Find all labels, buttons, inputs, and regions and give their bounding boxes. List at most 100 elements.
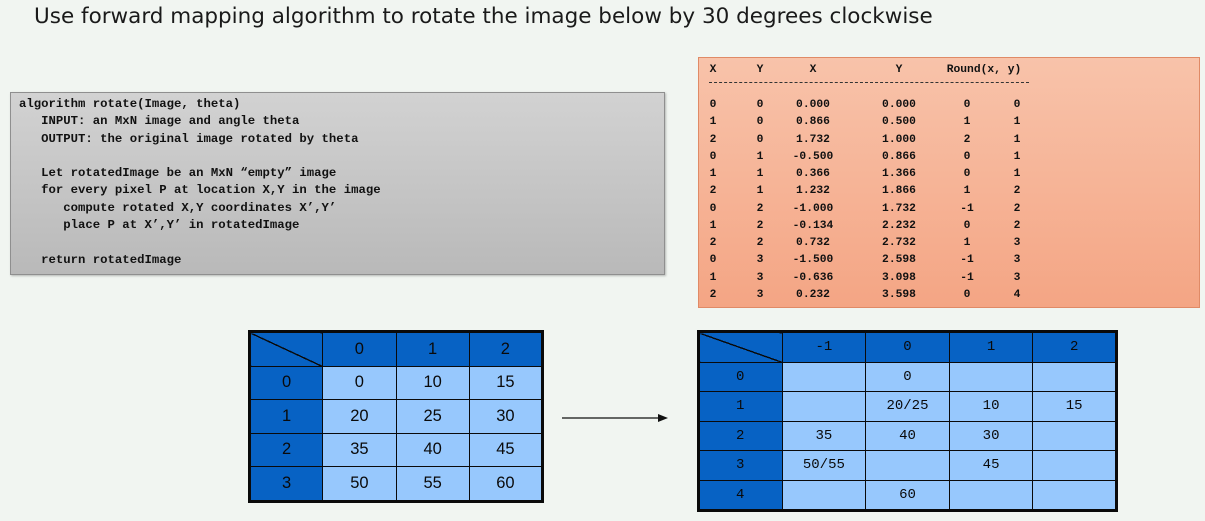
calc-x-rot: -0.500 xyxy=(792,150,834,163)
pixel-cell: 45 xyxy=(468,432,544,467)
calc-x: 0 xyxy=(709,150,717,163)
row-header: 0 xyxy=(248,365,324,400)
algorithm-line: OUTPUT: the original image rotated by th… xyxy=(19,132,359,146)
pixel-cell xyxy=(1032,361,1117,392)
calc-y: 0 xyxy=(756,116,764,129)
pixel-cell: 50/55 xyxy=(781,450,867,481)
pixel-cell xyxy=(1032,450,1117,481)
calc-y-rot: 2.732 xyxy=(882,237,916,249)
pixel-cell xyxy=(781,391,867,422)
calc-x-rot: 1.232 xyxy=(796,185,830,198)
calc-round-x: 0 xyxy=(963,219,971,232)
rotated-image-grid: -1 0 1 2 0 0 1 20/25 10 15 2 35 40 30 3 … xyxy=(697,330,1118,512)
pixel-cell: 0 xyxy=(322,365,397,400)
grid-corner xyxy=(698,331,783,363)
calc-round-y: 1 xyxy=(1013,133,1021,146)
calc-y: 1 xyxy=(756,150,764,163)
row-header: 1 xyxy=(248,399,324,434)
col-header: 0 xyxy=(322,331,397,367)
calc-x-rot: 1.732 xyxy=(796,133,830,146)
calc-x: 2 xyxy=(709,185,717,198)
pixel-cell: 50 xyxy=(322,466,397,502)
pixel-cell: 55 xyxy=(395,466,470,502)
pixel-cell: 60 xyxy=(865,479,950,511)
calc-round-y: 0 xyxy=(1013,99,1021,111)
row-header: 3 xyxy=(698,450,783,481)
calc-x: 0 xyxy=(709,254,717,267)
calc-y: 3 xyxy=(756,271,764,284)
row-header: 2 xyxy=(248,432,324,467)
pixel-cell xyxy=(948,361,1034,392)
calc-x-rot: -0.134 xyxy=(792,219,834,232)
calc-x-rot: 0.866 xyxy=(796,116,830,129)
pixel-cell: 0 xyxy=(865,361,950,392)
col-header: -1 xyxy=(781,331,867,363)
pixel-cell: 40 xyxy=(395,432,470,467)
calc-round-y: 2 xyxy=(1013,219,1021,232)
calc-round-x: -1 xyxy=(960,254,974,267)
calc-round-y: 1 xyxy=(1013,150,1021,163)
pixel-cell xyxy=(865,450,950,481)
algorithm-line: Let rotatedImage be an MxN “empty” image xyxy=(19,166,337,180)
calc-y-rot: 2.232 xyxy=(882,219,916,232)
calc-round-x: 1 xyxy=(963,185,971,198)
pixel-cell: 35 xyxy=(322,432,397,467)
algorithm-line: INPUT: an MxN image and angle theta xyxy=(19,114,300,128)
pixel-cell: 10 xyxy=(948,391,1034,422)
algorithm-line: compute rotated X,Y coordinates X’,Y’ xyxy=(19,201,337,215)
calc-y: 3 xyxy=(756,254,764,267)
calc-round-x: -1 xyxy=(960,271,974,284)
calc-header-x: X xyxy=(709,64,717,76)
calc-y: 1 xyxy=(756,168,764,180)
calc-x-rot: 0.000 xyxy=(796,99,830,111)
pixel-cell: 25 xyxy=(395,399,470,434)
calc-x-rot: 0.732 xyxy=(796,237,830,249)
algorithm-line: for every pixel P at location X,Y in the… xyxy=(19,183,381,197)
calc-y: 0 xyxy=(756,99,764,111)
calc-round-x: 0 xyxy=(963,168,971,180)
calc-y: 2 xyxy=(756,237,764,249)
pixel-cell: 15 xyxy=(1032,391,1117,422)
pixel-cell xyxy=(948,479,1034,511)
row-header: 0 xyxy=(698,361,783,392)
calc-header-round: Round(x, y) xyxy=(946,64,1022,76)
calc-y-rot: 0.500 xyxy=(882,116,916,129)
pixel-cell: 10 xyxy=(395,365,470,400)
calc-y: 0 xyxy=(756,133,764,146)
page-title: Use forward mapping algorithm to rotate … xyxy=(34,4,933,29)
calc-round-x: 1 xyxy=(963,116,971,129)
calc-round-y: 3 xyxy=(1013,254,1021,267)
pixel-cell: 20/25 xyxy=(865,391,950,422)
pixel-cell xyxy=(781,479,867,511)
pixel-cell: 60 xyxy=(468,466,544,502)
col-header: 0 xyxy=(865,331,950,363)
row-header: 2 xyxy=(698,420,783,451)
calc-round-y: 1 xyxy=(1013,168,1021,180)
calc-x: 2 xyxy=(709,288,717,301)
calc-round-y: 3 xyxy=(1013,237,1021,249)
calc-round-y: 3 xyxy=(1013,271,1021,284)
calc-round-y: 1 xyxy=(1013,116,1021,129)
col-header: 2 xyxy=(468,331,544,367)
calc-header-y-rot: Y xyxy=(895,64,903,76)
calc-round-y: 2 xyxy=(1013,202,1021,215)
calc-y-rot: 1.866 xyxy=(882,185,916,198)
algorithm-line: return rotatedImage xyxy=(19,253,182,267)
calc-y: 2 xyxy=(756,202,764,215)
grid-corner xyxy=(248,331,324,367)
calc-x: 2 xyxy=(709,133,717,146)
calc-y-rot: 3.098 xyxy=(882,271,916,284)
calc-x-rot: 0.366 xyxy=(796,168,830,180)
calc-x-rot: -1.500 xyxy=(792,254,834,267)
pixel-cell xyxy=(1032,420,1117,451)
calc-y-rot: 1.366 xyxy=(882,168,916,180)
calc-x: 1 xyxy=(709,219,717,232)
calc-y: 3 xyxy=(756,288,764,301)
algorithm-line: place P at X’,Y’ in rotatedImage xyxy=(19,218,300,232)
calc-x: 1 xyxy=(709,271,717,284)
calc-y-rot: 0.000 xyxy=(882,99,916,111)
algorithm-box: algorithm rotate(Image, theta) INPUT: an… xyxy=(10,92,665,275)
calc-header-y: Y xyxy=(756,64,764,76)
calc-y-rot: 1.732 xyxy=(882,202,916,215)
calc-round-y: 2 xyxy=(1013,185,1021,198)
